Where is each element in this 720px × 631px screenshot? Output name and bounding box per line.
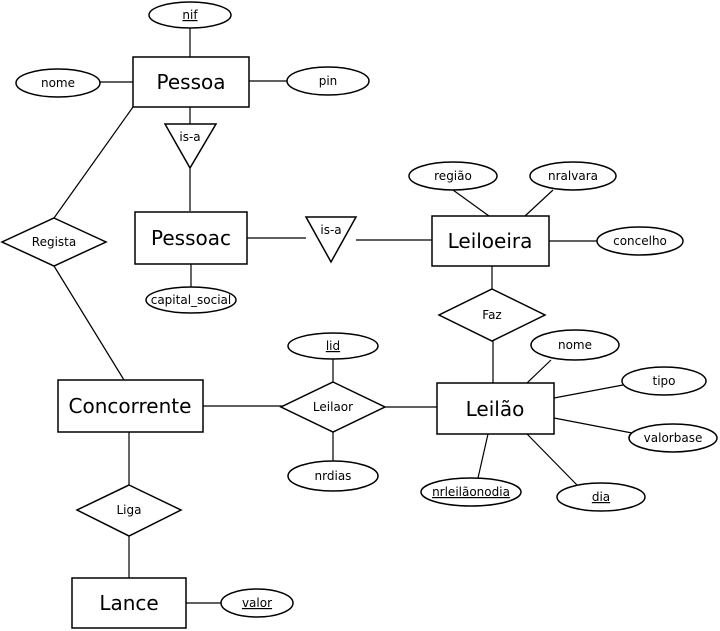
isa-pessoac-leiloeira: is-a (304, 216, 358, 264)
entity-lance: Lance (71, 577, 187, 629)
isa-label: is-a (179, 130, 200, 144)
connector-lines (53, 28, 633, 604)
attribute-valor: valor (220, 588, 294, 618)
attribute-nif-label: nif (182, 8, 198, 22)
line-pessoa-regista (53, 106, 134, 219)
attribute-concelho: concelho (596, 226, 684, 256)
line-leilao-valorbase (553, 417, 633, 434)
relationship-faz-label: Faz (482, 308, 501, 322)
entity-pessoac: Pessoac (134, 211, 248, 265)
entity-leiloeira-label: Leiloeira (448, 229, 533, 253)
line-leiloeira-regiao (452, 189, 490, 217)
attribute-valorbase: valorbase (628, 423, 718, 453)
line-leilao-nome (526, 359, 552, 384)
entity-leilao-label: Leilão (466, 397, 525, 421)
relationship-regista: Regista (0, 217, 108, 267)
relationship-liga-label: Liga (117, 503, 142, 517)
attribute-nrdias: nrdias (287, 460, 379, 492)
attribute-nrleilaonodia-label: nrleilãonodia (432, 485, 510, 499)
isa-label: is-a (320, 223, 341, 237)
relationship-regista-label: Regista (32, 235, 76, 249)
line-leiloeira-nralvara (524, 189, 554, 217)
attribute-pin-label: pin (319, 74, 338, 88)
isa-pessoa-pessoac: is-a (163, 123, 218, 170)
attribute-lid-label: lid (326, 339, 340, 353)
entity-pessoa: Pessoa (132, 56, 250, 108)
attribute-nome-pessoa: nome (15, 68, 101, 98)
attribute-regiao-label: região (434, 169, 472, 183)
entity-pessoac-label: Pessoac (151, 226, 231, 250)
line-leilao-dia (526, 433, 578, 486)
entity-concorrente: Concorrente (57, 379, 204, 433)
attribute-pin: pin (286, 66, 370, 96)
attribute-nrleilaonodia: nrleilãonodia (420, 477, 522, 507)
attribute-nralvara-label: nralvara (548, 169, 598, 183)
relationship-leilaor: Leilaor (279, 381, 387, 433)
attribute-dia-label: dia (592, 490, 610, 504)
attribute-nrdias-label: nrdias (315, 469, 352, 483)
attribute-nome-label: nome (41, 76, 75, 90)
attribute-concelho-label: concelho (613, 234, 667, 248)
attribute-regiao: região (408, 161, 498, 191)
attribute-dia: dia (556, 482, 646, 512)
attribute-valorbase-label: valorbase (644, 431, 703, 445)
attribute-nif: nif (148, 1, 232, 29)
attribute-tipo-label: tipo (653, 374, 676, 388)
relationship-leilaor-label: Leilaor (313, 400, 353, 414)
entity-pessoa-label: Pessoa (157, 70, 226, 94)
attribute-capital-social-label: capital_social (151, 293, 232, 307)
attribute-nralvara: nralvara (529, 161, 617, 191)
attribute-capital-social: capital_social (145, 286, 237, 314)
attribute-nome-label: nome (558, 338, 592, 352)
relationship-liga: Liga (75, 484, 183, 537)
line-regista-concorrente (53, 265, 125, 381)
attribute-lid: lid (287, 332, 379, 360)
relationship-faz: Faz (437, 288, 547, 342)
entity-lance-label: Lance (99, 591, 158, 615)
line-leilao-nrleilaonodia (477, 433, 489, 479)
attribute-valor-label: valor (242, 596, 272, 610)
attribute-tipo: tipo (621, 366, 707, 396)
entity-concorrente-label: Concorrente (69, 394, 192, 418)
line-leilao-tipo (553, 384, 624, 399)
entity-leiloeira: Leiloeira (431, 215, 550, 267)
entity-leilao: Leilão (436, 382, 555, 435)
attribute-nome-leilao: nome (530, 329, 620, 361)
